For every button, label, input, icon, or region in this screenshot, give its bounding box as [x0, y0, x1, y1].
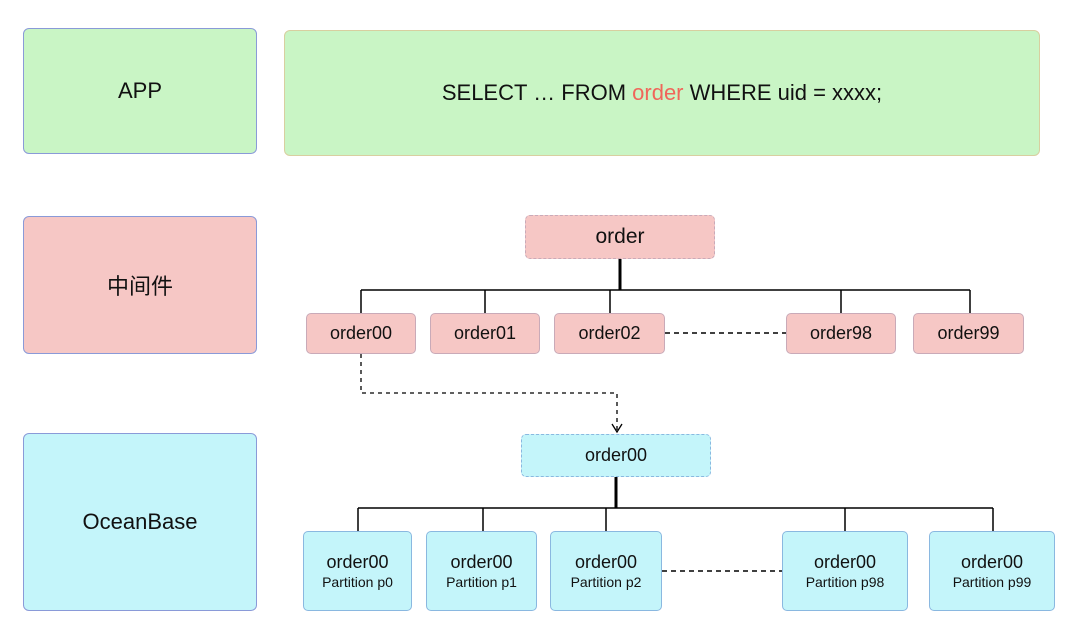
partition-node: order00 Partition p2 [550, 531, 662, 611]
shard-label: order02 [578, 323, 641, 343]
partitioned-table-node: order00 [521, 434, 711, 477]
shard-node: order00 [306, 313, 416, 354]
sql-statement: SELECT … FROM order WHERE uid = xxxx; [284, 30, 1040, 156]
partition-name-label: Partition p99 [952, 573, 1032, 590]
lane-app: APP [23, 28, 257, 154]
partition-node: order00 Partition p1 [426, 531, 537, 611]
shard-node: order99 [913, 313, 1024, 354]
sql-table-name: order [632, 80, 684, 105]
partition-node: order00 Partition p0 [303, 531, 412, 611]
lane-middleware: 中间件 [23, 216, 257, 354]
partition-name-label: Partition p98 [805, 573, 885, 590]
partition-name-label: Partition p0 [322, 573, 393, 590]
logical-table-label: order [595, 225, 645, 248]
shard-node: order98 [786, 313, 896, 354]
logical-table-node: order [525, 215, 715, 259]
partition-table-label: order00 [450, 552, 513, 572]
shard-label: order00 [329, 323, 393, 343]
sql-text: SELECT … FROM order WHERE uid = xxxx; [442, 80, 882, 106]
partition-table-label: order00 [574, 552, 638, 572]
shard-node: order02 [554, 313, 665, 354]
lane-app-label: APP [117, 78, 163, 103]
partitioned-table-label: order00 [584, 445, 648, 465]
shard-node: order01 [430, 313, 540, 354]
partition-table-label: order00 [326, 552, 389, 572]
partition-node: order00 Partition p99 [929, 531, 1055, 611]
partition-name-label: Partition p1 [446, 573, 517, 590]
partition-table-label: order00 [813, 552, 877, 572]
lane-oceanbase: OceanBase [23, 433, 257, 611]
shard-label: order98 [809, 323, 873, 343]
sql-prefix: SELECT … FROM [441, 80, 633, 105]
partition-table-label: order00 [960, 552, 1024, 572]
lane-middleware-label: 中间件 [106, 274, 173, 299]
shard-label: order01 [453, 323, 517, 343]
shard-label: order99 [937, 323, 1000, 343]
partition-node: order00 Partition p98 [782, 531, 908, 611]
partition-name-label: Partition p2 [570, 573, 642, 590]
lane-oceanbase-label: OceanBase [82, 509, 198, 534]
sql-suffix: WHERE uid = xxxx; [683, 80, 883, 105]
